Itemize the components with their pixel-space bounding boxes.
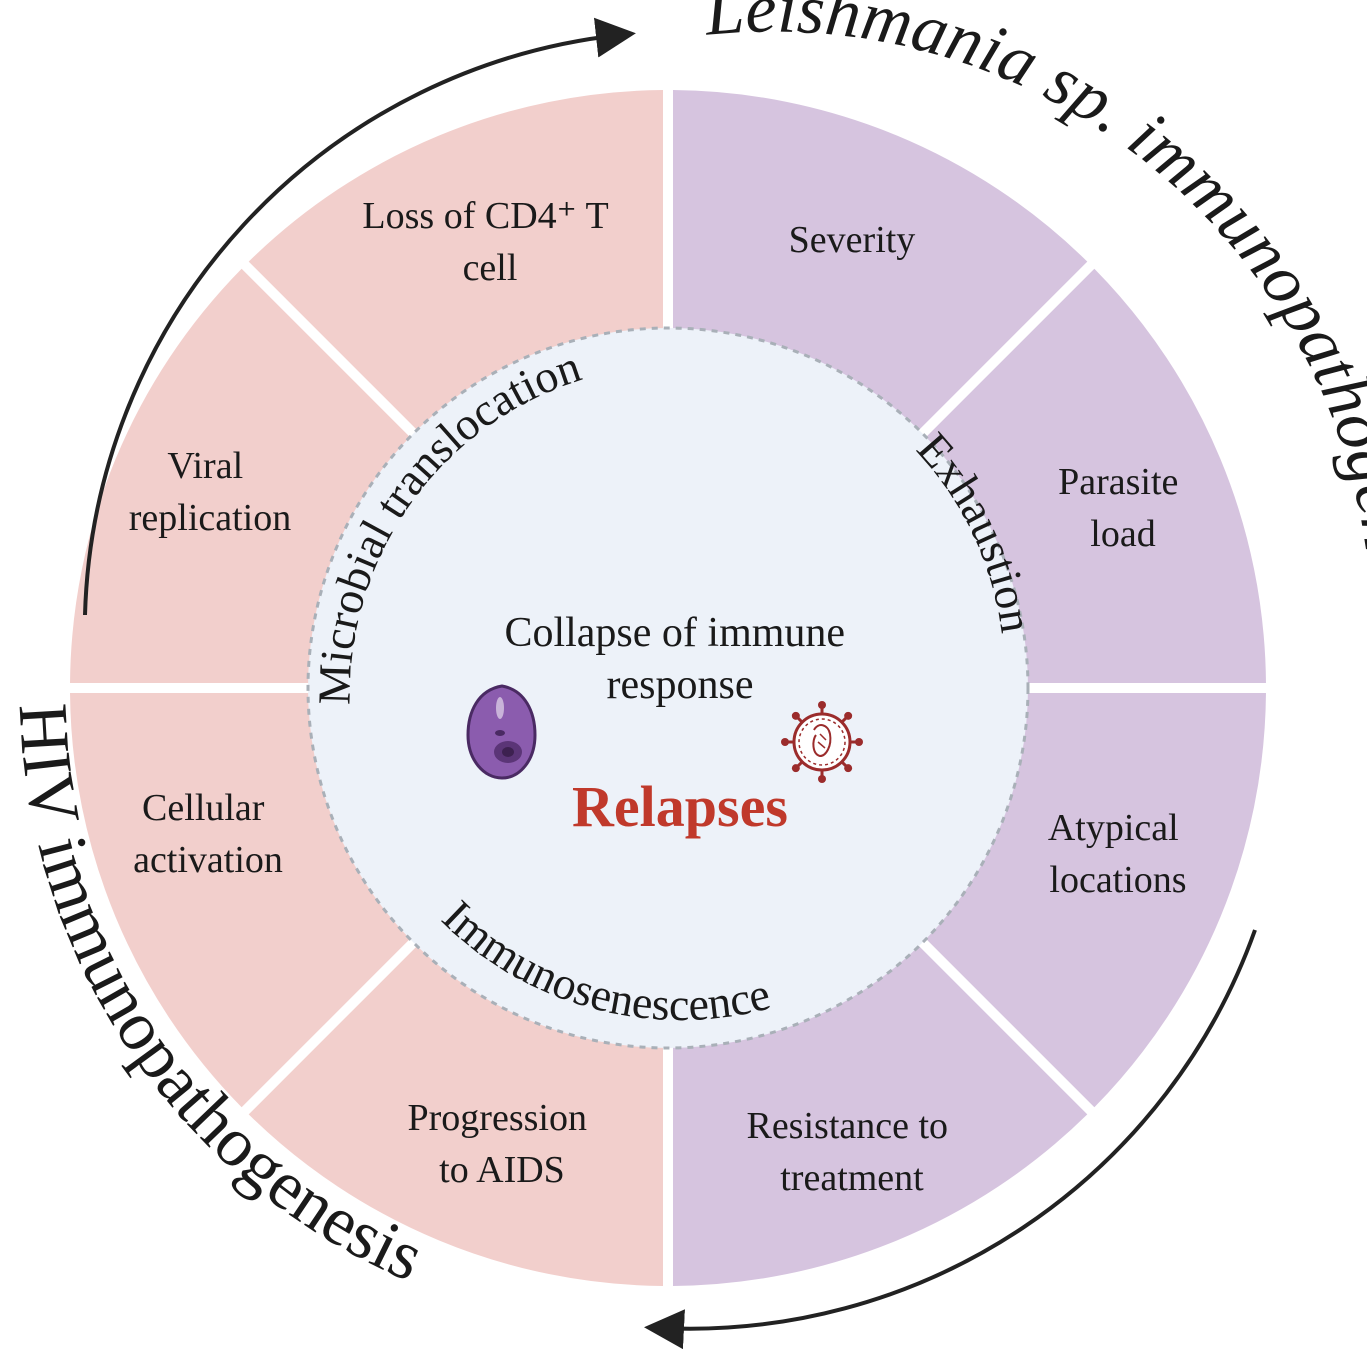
segment-severity: Severity: [789, 219, 916, 261]
hiv-virus-icon: [781, 701, 863, 783]
virus-spike-tip: [791, 711, 800, 720]
center-circle: [306, 326, 1030, 1050]
segment-loss-cd4: Loss of CD4⁺ T cell: [362, 195, 617, 289]
virus-spike-tip: [844, 764, 853, 773]
segment-cellular-activation: Cellular activation: [133, 787, 283, 881]
top-arrow: [83, 17, 636, 616]
segment-viral-replication: Viral replication: [129, 445, 291, 539]
virus-spike-tip: [818, 701, 826, 709]
bottom-arrow: [644, 929, 1257, 1350]
virus-spike-tip: [781, 738, 789, 746]
segment-parasite-load: Parasite load: [1058, 461, 1188, 555]
segment-resistance-treatment: Resistance to treatment: [746, 1105, 957, 1199]
virus-spike-tip: [791, 764, 800, 773]
center-caption: Collapse of immune response: [504, 610, 855, 708]
virus-spike-tip: [855, 738, 863, 746]
relapses-label: Relapses: [572, 774, 788, 839]
segment-progression-aids: Progression to AIDS: [408, 1097, 597, 1191]
segment-atypical-locations: Atypical locations: [1048, 807, 1188, 901]
virus-spike-tip: [818, 775, 826, 783]
virus-spike-tip: [844, 711, 853, 720]
leishmania-parasite-icon: [466, 684, 537, 780]
